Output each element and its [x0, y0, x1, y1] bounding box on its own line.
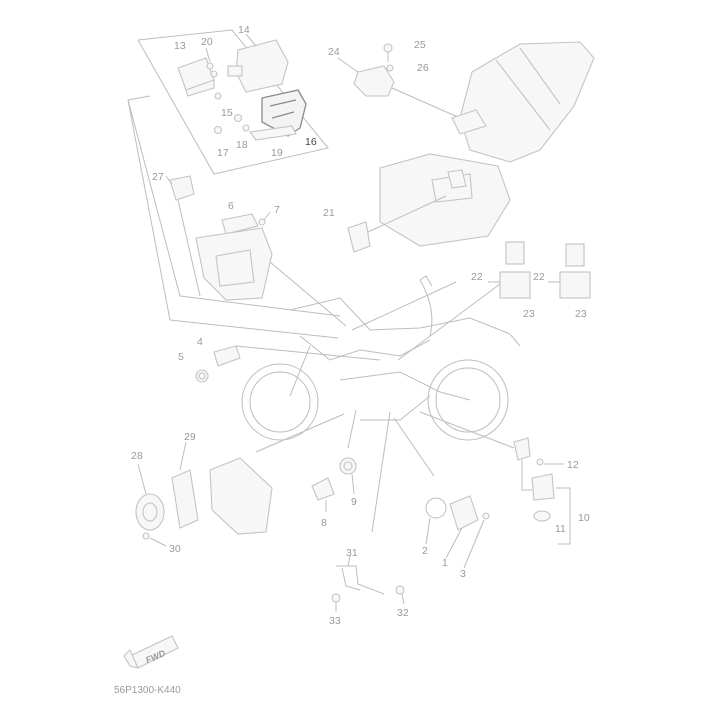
callout-29: 29: [184, 431, 196, 443]
callout-1: 1: [442, 557, 448, 569]
part-7-bolt[interactable]: [258, 211, 271, 226]
callout-22-right: 22: [533, 271, 545, 283]
callout-19: 19: [271, 147, 283, 159]
part-13-switch-housing[interactable]: [177, 57, 215, 97]
callout-26: 26: [417, 62, 429, 74]
part-24-connector[interactable]: [337, 57, 461, 119]
leader-lines: [127, 99, 515, 533]
callout-18: 18: [236, 139, 248, 151]
part-21-sensor[interactable]: [347, 195, 447, 253]
part-30-bolt[interactable]: [142, 532, 167, 547]
callout-5: 5: [178, 351, 184, 363]
callout-33: 33: [329, 615, 341, 627]
switch-group-frame: [127, 29, 329, 297]
callout-11: 11: [555, 523, 566, 535]
part-31-bracket[interactable]: [336, 555, 385, 595]
part-27-relay[interactable]: [165, 175, 201, 297]
callout-20: 20: [201, 36, 213, 48]
part-11-oring[interactable]: [533, 510, 551, 522]
callout-2: 2: [422, 545, 428, 557]
part-28-horn[interactable]: [135, 463, 165, 531]
motorcycle-outline: [241, 275, 521, 441]
callout-4: 4: [197, 336, 203, 348]
part-3-bolt[interactable]: [463, 512, 490, 569]
part-5-oring[interactable]: [195, 369, 209, 383]
callout-27: 27: [152, 171, 164, 183]
callout-21: 21: [323, 207, 335, 219]
part-2-gasket[interactable]: [425, 497, 447, 545]
part-4-sensor[interactable]: [213, 345, 241, 367]
callout-16: 16: [305, 136, 317, 148]
part-26-washer[interactable]: [386, 64, 394, 72]
part-32-bolt[interactable]: [395, 585, 405, 605]
callout-7: 7: [274, 204, 280, 216]
callout-32: 32: [397, 607, 409, 619]
part-14-switch-housing[interactable]: [227, 33, 289, 93]
callout-15: 15: [221, 107, 233, 119]
part-29-cover[interactable]: [171, 441, 273, 535]
callout-31: 31: [346, 547, 358, 559]
part-33-nut[interactable]: [331, 593, 341, 612]
callout-12: 12: [567, 459, 579, 471]
part-code: 56P1300-K440: [114, 685, 181, 696]
callout-22-left: 22: [471, 271, 483, 283]
part-9-grommet[interactable]: [339, 457, 357, 495]
part-22-relay-right[interactable]: [548, 243, 591, 299]
callout-8: 8: [321, 517, 327, 529]
part-10-sensor[interactable]: [513, 437, 571, 545]
callout-9: 9: [351, 496, 357, 508]
callout-14: 14: [238, 24, 250, 36]
part-15-screw[interactable]: [213, 92, 243, 135]
callout-30: 30: [169, 543, 181, 555]
callout-13: 13: [174, 40, 186, 52]
part-6-bracket[interactable]: [195, 213, 273, 301]
fwd-arrow: FWD: [123, 635, 179, 669]
callout-6: 6: [228, 200, 234, 212]
callout-10: 10: [578, 512, 590, 524]
callout-23-right: 23: [575, 308, 587, 320]
callout-25: 25: [414, 39, 426, 51]
callout-3: 3: [460, 568, 466, 580]
part-25-bolt[interactable]: [383, 43, 393, 62]
part-12-bolt[interactable]: [536, 458, 564, 466]
part-18-washer[interactable]: [242, 124, 250, 132]
part-8-sensor[interactable]: [311, 477, 335, 512]
part-16-bracket[interactable]: [249, 89, 307, 141]
callout-17: 17: [217, 147, 229, 159]
rear-frame-assembly: [379, 41, 595, 247]
part-22-relay-left[interactable]: [488, 241, 531, 299]
part-20-screw[interactable]: [205, 47, 218, 78]
callout-24: 24: [328, 46, 340, 58]
callout-labels: 13 20 14 15 18 16 17 19 24 25 26 27 6 7 …: [131, 24, 590, 627]
part-1-cover[interactable]: [445, 495, 479, 559]
callout-23-left: 23: [523, 308, 535, 320]
callout-28: 28: [131, 450, 143, 462]
